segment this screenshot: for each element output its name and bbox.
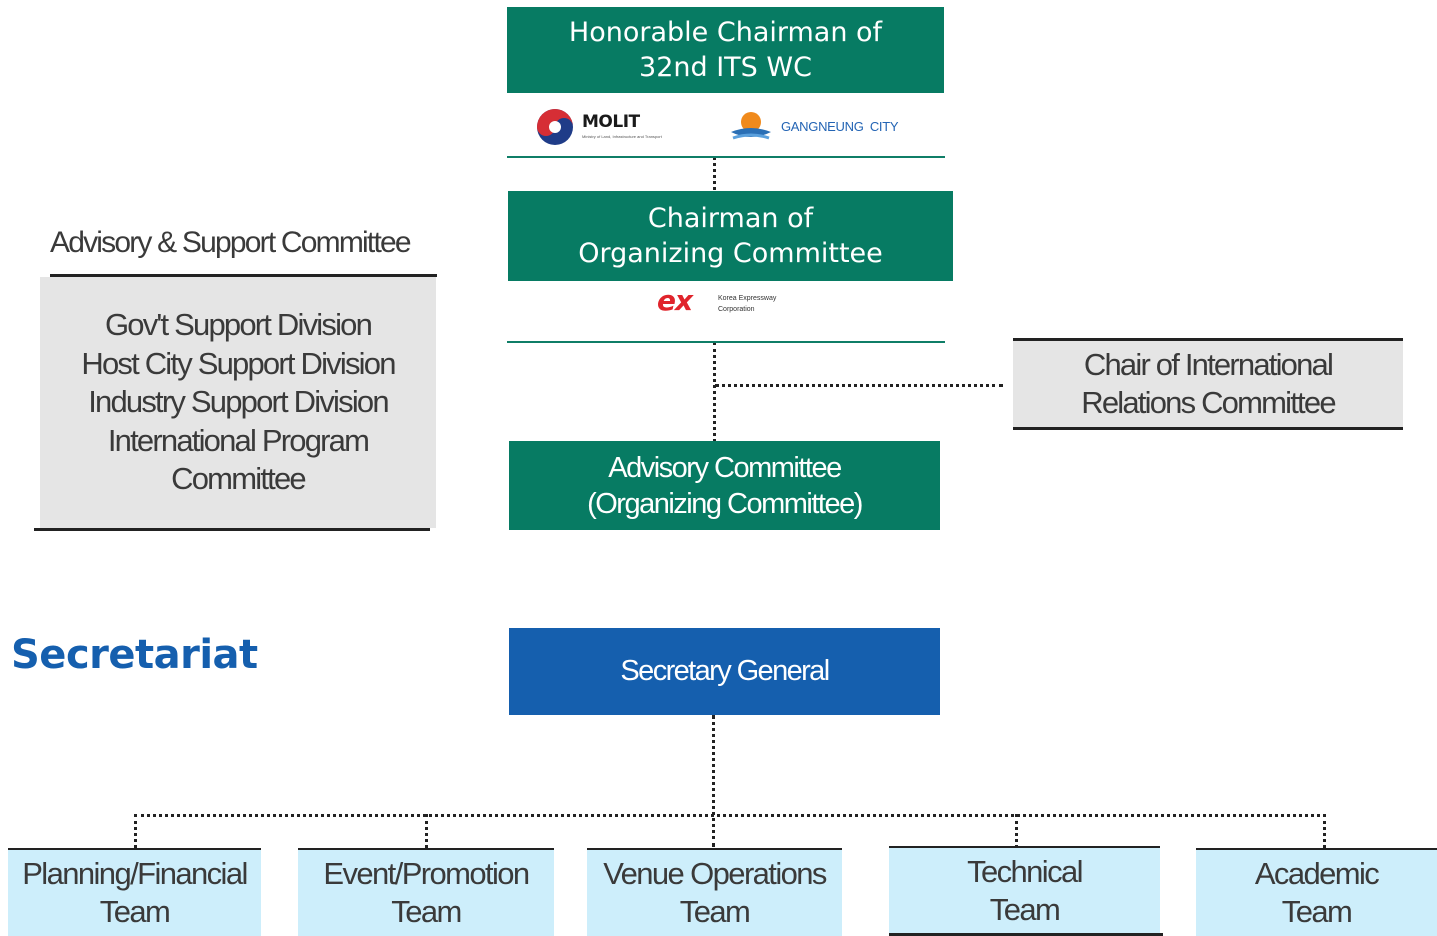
honorable-chairman-box: Honorable Chairman of 32nd ITS WC	[507, 7, 944, 93]
connector-team-planning	[134, 814, 137, 848]
ex-logo-line1: Korea Expressway	[718, 295, 777, 302]
connector-secretary-teams	[712, 715, 715, 847]
support-item: Host City Support Division	[81, 345, 396, 381]
international-top-rule	[1013, 338, 1403, 341]
team-line2: Team	[679, 894, 751, 929]
advisory-support-title: Advisory & Support Committee	[50, 226, 412, 259]
team-line1: Venue Operations	[603, 856, 827, 891]
host-logos-strip: MOLIT Ministry of Land, Infrastructure a…	[507, 94, 945, 158]
connector-team-bus	[134, 814, 1326, 817]
international-relations-box: Chair of International Relations Committ…	[1013, 341, 1403, 427]
gangneung-emblem-icon	[731, 112, 771, 140]
chairman-line1: Chairman of	[647, 203, 814, 234]
advisory-support-box: Gov't Support Division Host City Support…	[40, 277, 436, 528]
connector-honorable-chairman	[713, 157, 716, 190]
team-academic: Academic Team	[1196, 848, 1437, 936]
support-item: International Program	[107, 422, 370, 458]
international-bottom-rule	[1013, 427, 1403, 430]
team-line2: Team	[1281, 894, 1353, 929]
honorable-chairman-line2: 32nd ITS WC	[639, 52, 812, 83]
secretary-general-label: Secretary General	[620, 655, 830, 687]
support-item: Industry Support Division	[88, 384, 389, 420]
international-line1: Chair of International	[1083, 346, 1334, 382]
secretary-general-box: Secretary General	[509, 628, 940, 715]
advisory-support-bottom-rule	[34, 528, 430, 531]
team-line1: Technical	[967, 854, 1083, 889]
support-item: Committee	[171, 461, 306, 497]
advisory-line2: (Organizing Committee)	[587, 487, 863, 520]
team-technical: Technical Team	[889, 846, 1160, 934]
team-planning-financial: Planning/Financial Team	[8, 848, 261, 936]
advisory-committee-box: Advisory Committee (Organizing Committee…	[509, 441, 940, 530]
molit-logo-subtext: Ministry of Land, Infrastructure and Tra…	[582, 134, 662, 139]
team-line1: Planning/Financial	[22, 856, 248, 891]
team-venue-operations: Venue Operations Team	[587, 848, 842, 936]
connector-international	[715, 384, 1003, 387]
advisory-support-top-rule	[50, 274, 437, 277]
connector-team-event	[425, 814, 428, 848]
connector-team-academic	[1323, 814, 1326, 848]
team-line2: Team	[99, 894, 171, 929]
team-line1: Event/Promotion	[323, 856, 530, 891]
ex-logo-strip: ex Korea Expressway Corporation	[507, 282, 945, 343]
molit-logo-text: MOLIT	[582, 112, 640, 132]
molit-emblem-icon	[537, 109, 573, 145]
secretariat-title: Secretariat	[11, 632, 258, 678]
advisory-line1: Advisory Committee	[608, 451, 842, 484]
gangneung-logo-text: GANGNEUNG CITY	[781, 119, 899, 134]
team-line2: Team	[989, 892, 1061, 927]
team-line1: Academic	[1254, 856, 1380, 891]
ex-logo-line2: Corporation	[718, 306, 755, 313]
honorable-chairman-line1: Honorable Chairman of	[568, 17, 883, 48]
international-line2: Relations Committee	[1081, 385, 1336, 420]
team-technical-bottom-rule	[889, 933, 1163, 936]
connector-team-technical	[1015, 814, 1018, 848]
ex-logo-mark: ex	[657, 284, 693, 317]
chairman-line2: Organizing Committee	[578, 238, 883, 269]
connector-chairman-advisory	[713, 342, 716, 442]
chairman-organizing-box: Chairman of Organizing Committee	[508, 191, 953, 281]
team-event-promotion: Event/Promotion Team	[298, 848, 554, 936]
team-line2: Team	[391, 894, 462, 929]
support-item: Gov't Support Division	[104, 307, 373, 343]
